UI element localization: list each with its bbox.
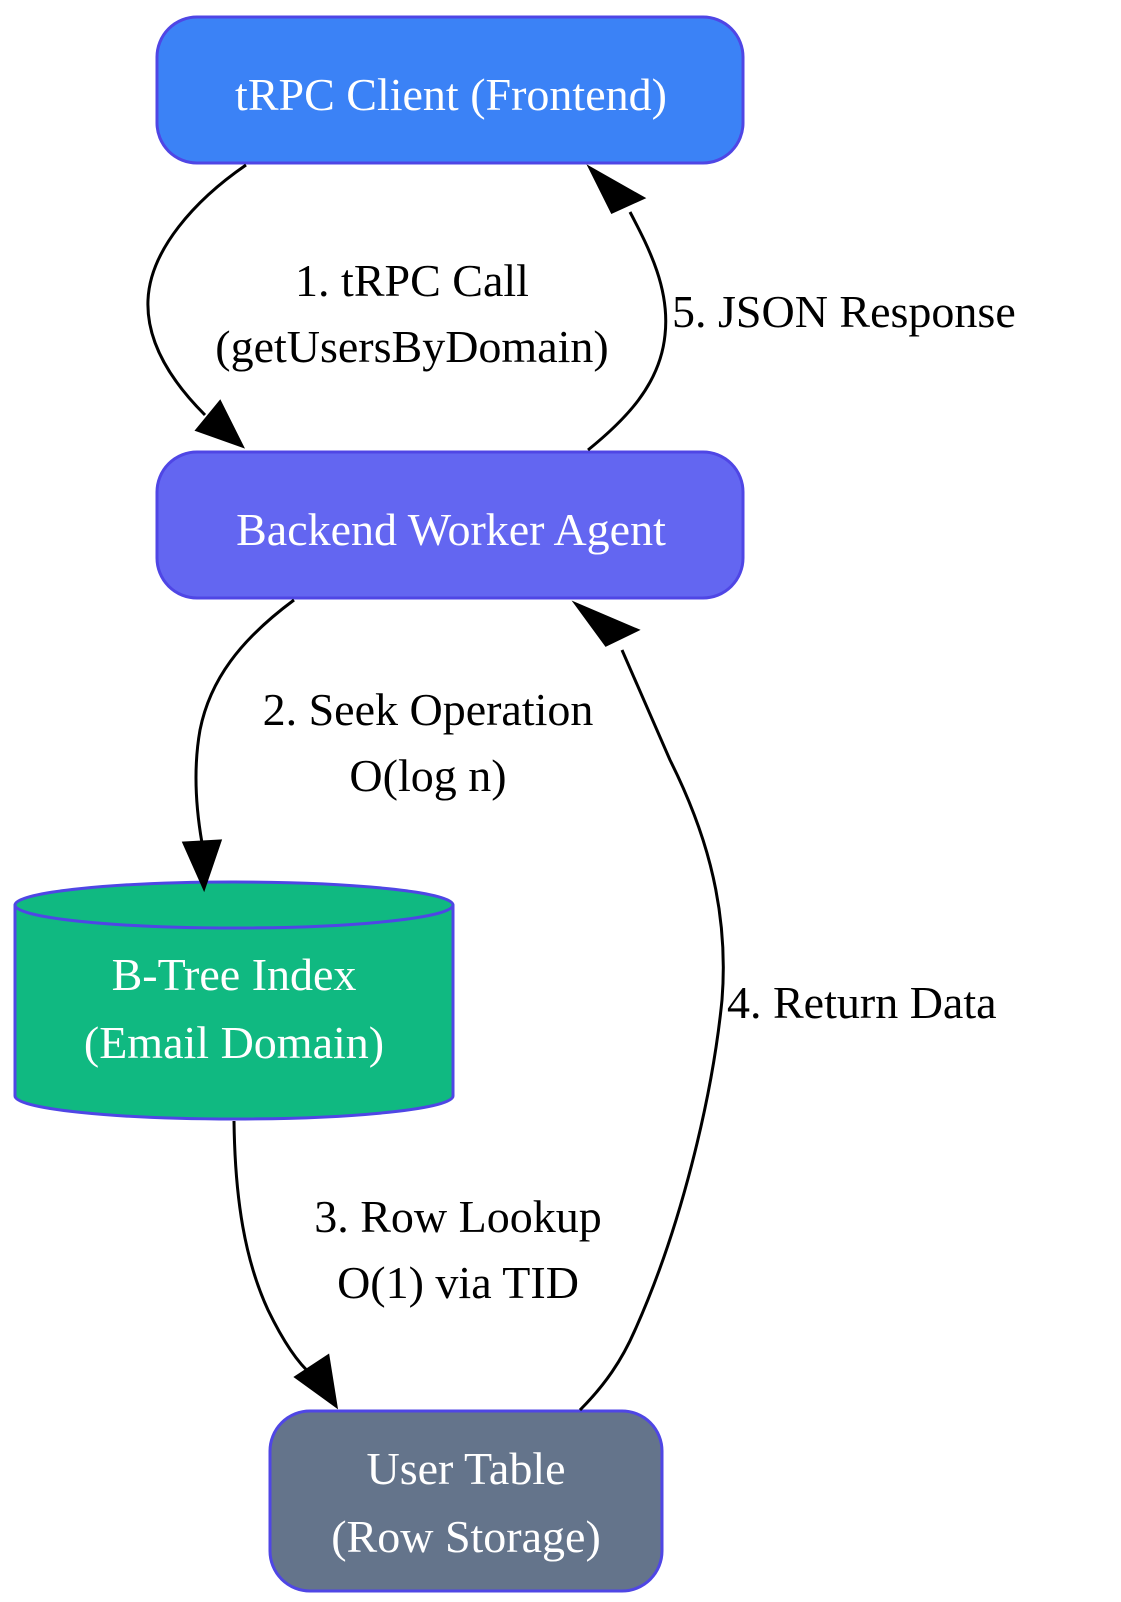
edge-seek-operation: 2. Seek Operation O(log n): [181, 598, 594, 893]
edge-row-lookup-label: 3. Row Lookup: [314, 1191, 602, 1242]
edge-trpc-call-label: 1. tRPC Call: [295, 255, 529, 306]
arrowhead-icon: [181, 839, 223, 893]
edge-json-response-label: 5. JSON Response: [672, 286, 1016, 337]
node-backend-worker-label: Backend Worker Agent: [236, 504, 666, 555]
node-trpc-client-box: [155, 15, 745, 165]
edge-seek-operation-label: 2. Seek Operation: [263, 684, 594, 735]
edge-row-lookup-line: [232, 1120, 313, 1377]
database-cylinder-icon: [13, 880, 455, 1121]
edge-return-data-line: [578, 649, 725, 1412]
edge-trpc-call-sublabel: (getUsersByDomain): [215, 321, 608, 372]
arrowhead-icon: [293, 1353, 339, 1410]
node-user-table-label: User Table: [366, 1443, 565, 1494]
node-backend-worker: Backend Worker Agent: [155, 450, 745, 600]
arrowhead-icon: [194, 399, 246, 449]
arrowhead-icon: [571, 600, 641, 647]
node-backend-worker-box: [155, 450, 745, 600]
node-trpc-client-label: tRPC Client (Frontend): [235, 69, 667, 120]
node-btree-index: B-Tree Index (Email Domain): [13, 880, 455, 1121]
node-user-table-box: [268, 1409, 664, 1593]
cylinder-top-rim: [13, 904, 455, 930]
edge-trpc-call-line: [146, 163, 247, 417]
arrowhead-icon: [586, 164, 647, 214]
edge-seek-operation-line: [194, 598, 295, 844]
edge-return-data-label: 4. Return Data: [727, 977, 997, 1028]
node-btree-index-label: B-Tree Index: [112, 949, 357, 1000]
edge-json-response-line: [587, 211, 668, 452]
edge-row-lookup-sublabel: O(1) via TID: [337, 1257, 579, 1308]
node-user-table: User Table (Row Storage): [268, 1409, 664, 1593]
edge-row-lookup: 3. Row Lookup O(1) via TID: [232, 1120, 602, 1410]
edge-return-data: 4. Return Data: [571, 600, 997, 1412]
node-btree-index-sublabel: (Email Domain): [84, 1017, 384, 1068]
edge-trpc-call: 1. tRPC Call (getUsersByDomain): [146, 163, 609, 449]
edge-json-response: 5. JSON Response: [586, 164, 1016, 452]
node-trpc-client: tRPC Client (Frontend): [155, 15, 745, 165]
node-user-table-sublabel: (Row Storage): [331, 1511, 601, 1562]
edge-seek-operation-sublabel: O(log n): [349, 750, 506, 801]
